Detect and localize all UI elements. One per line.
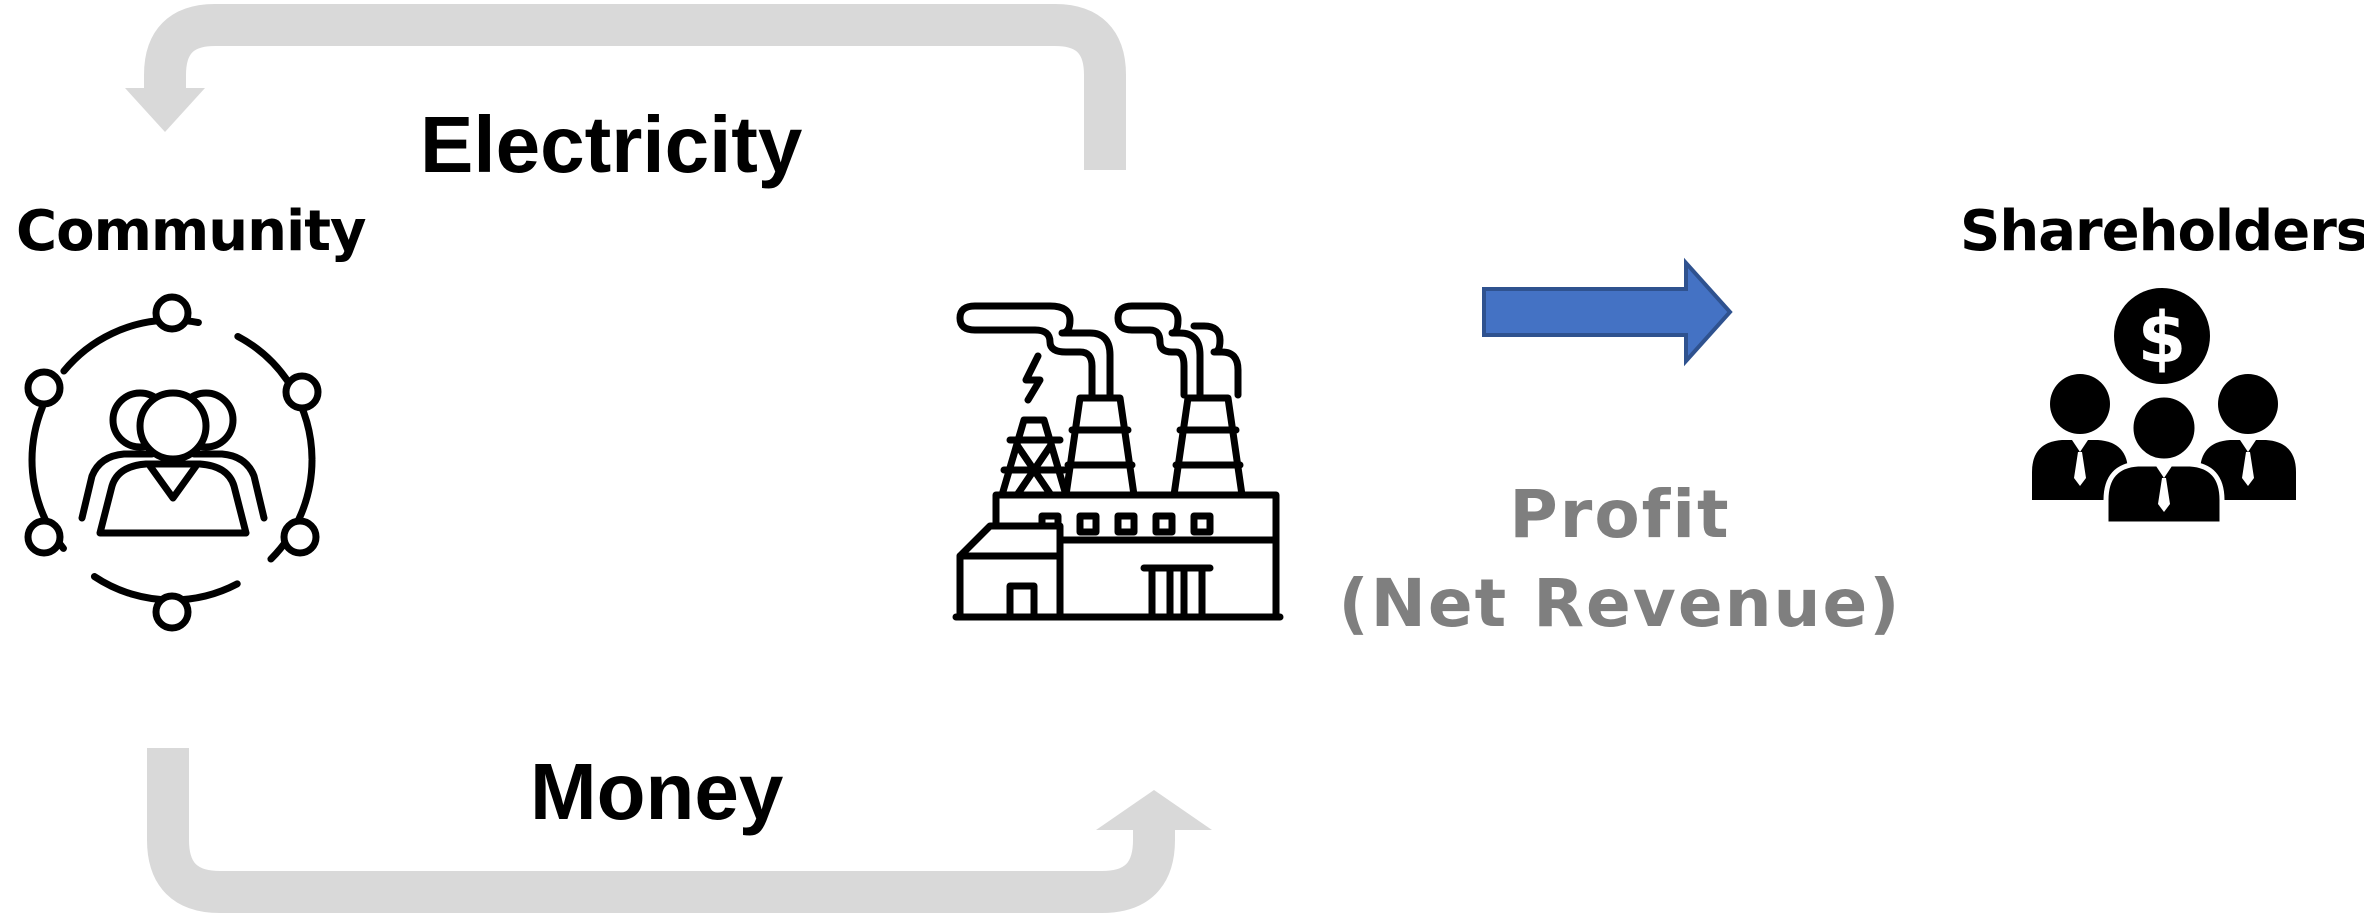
shareholders-label: Shareholders <box>1960 199 2364 264</box>
shareholders-dollar-icon: $ <box>2032 288 2296 527</box>
electricity-flow-arrow <box>125 4 1126 170</box>
net-revenue-label: (Net Revenue) <box>1338 565 1902 643</box>
community-network-icon <box>24 293 322 632</box>
money-label: Money <box>530 747 784 836</box>
community-label: Community <box>16 199 366 264</box>
profit-label-group: Profit (Net Revenue) <box>1330 470 1910 648</box>
power-plant-icon <box>952 302 1284 621</box>
svg-text:$: $ <box>2138 297 2187 379</box>
profit-label: Profit <box>1509 476 1731 553</box>
electricity-label: Electricity <box>420 100 803 189</box>
money-flow-arrow <box>147 748 1212 913</box>
right-arrow-icon <box>1482 257 1733 367</box>
